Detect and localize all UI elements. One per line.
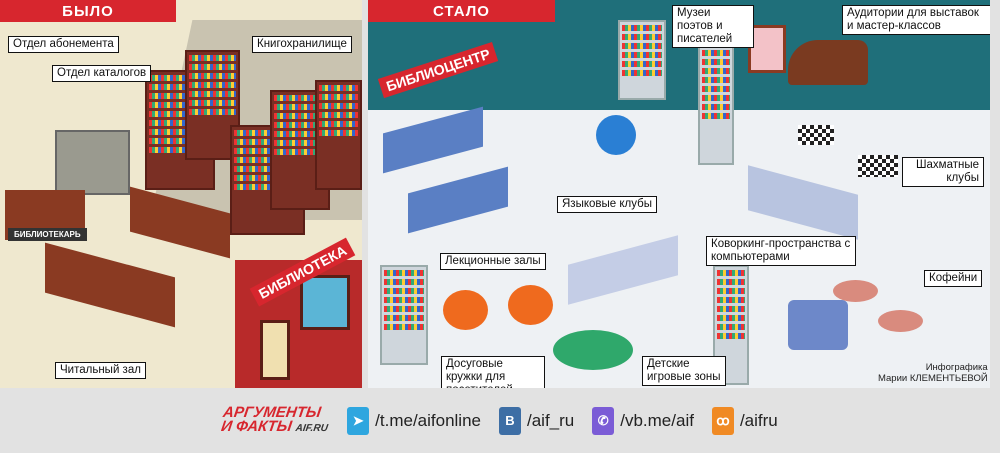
label-storage: Книгохранилище [252, 36, 352, 53]
label-subscription: Отдел абонемента [8, 36, 119, 53]
museum-exhibit [748, 25, 786, 73]
cafe-table [878, 310, 923, 332]
catalog-cabinet [55, 130, 130, 195]
bean-bag [508, 285, 553, 325]
label-text: Аудитории для выставок и мастер-классов [847, 7, 979, 32]
bookshelf [315, 80, 362, 190]
play-mat [553, 330, 633, 370]
bookshelf [380, 265, 428, 365]
credit-line: Инфографика [925, 362, 988, 373]
link-text: /t.me/aifonline [375, 410, 481, 430]
label-cafes: Кофейни [924, 270, 983, 287]
chessboard [858, 155, 898, 177]
before-tab: БЫЛО [0, 0, 176, 22]
link-text: /aifru [739, 410, 778, 430]
sofa [788, 300, 848, 350]
vk-link[interactable]: B/aif_ru [499, 406, 575, 435]
label-kids: Детские игровые зоны [642, 356, 726, 386]
link-text: /aif_ru [527, 410, 575, 430]
telegram-icon: ➤ [347, 406, 370, 435]
vk-icon: B [499, 406, 521, 435]
logo-site: AIF.RU [295, 422, 329, 434]
reading-table [45, 242, 175, 328]
label-lectures: Лекционные залы [440, 253, 546, 270]
bookshelf [618, 20, 666, 100]
label-museums: Музеи поэтов и писателей [672, 5, 754, 48]
after-panel: СТАЛО БИБЛИОЦЕНТР Музеи поэтов и писател… [368, 0, 990, 388]
viber-link[interactable]: ✆/vb.me/aif [592, 406, 694, 435]
cafe-table [833, 280, 878, 302]
before-panel: БЫЛО БИБЛИОТЕКАРЬ БИБЛИОТЕКА Отдел абоне… [0, 0, 362, 388]
entrance-door [260, 320, 290, 380]
piano [788, 40, 868, 85]
footer: АРГУМЕНТЫ И ФАКТЫ AIF.RU ➤/t.me/aifonlin… [0, 388, 1000, 453]
label-reading-room: Читальный зал [55, 362, 146, 379]
label-text: Коворкинг-пространства с компьютерами [711, 238, 851, 263]
label-language: Языковые клубы [557, 196, 657, 213]
label-text: Шахматные клубы [915, 159, 979, 184]
globe [596, 115, 636, 155]
label-text: Детские игровые зоны [647, 358, 721, 383]
credit-author: Марии КЛЕМЕНТЬЕВОЙ [878, 373, 988, 384]
telegram-link[interactable]: ➤/t.me/aifonline [347, 406, 481, 435]
viber-icon: ✆ [592, 406, 615, 435]
bookshelf [698, 45, 734, 165]
link-text: /vb.me/aif [620, 410, 694, 430]
ok-link[interactable]: ꝏ/aifru [711, 406, 778, 435]
chessboard [798, 125, 834, 145]
label-leisure: Досуговые кружки для посетителей [441, 356, 545, 388]
label-coworking: Коворкинг-пространства с компьютерами [706, 236, 856, 266]
label-auditoriums: Аудитории для выставок и мастер-классов [842, 5, 990, 35]
logo-line: И ФАКТЫ [220, 417, 294, 435]
label-text: Досуговые кружки для посетителей [446, 358, 513, 388]
librarian-sign: БИБЛИОТЕКАРЬ [8, 228, 87, 241]
credit: Инфографика Марии КЛЕМЕНТЬЕВОЙ [878, 362, 988, 384]
bean-bag [443, 290, 488, 330]
aif-logo[interactable]: АРГУМЕНТЫ И ФАКТЫ AIF.RU [220, 404, 331, 436]
after-tab: СТАЛО [368, 0, 555, 22]
ok-icon: ꝏ [711, 406, 734, 435]
label-chess: Шахматные клубы [902, 157, 984, 187]
window [300, 275, 350, 330]
label-text: Музеи поэтов и писателей [677, 7, 733, 45]
label-catalogs: Отдел каталогов [52, 65, 152, 82]
